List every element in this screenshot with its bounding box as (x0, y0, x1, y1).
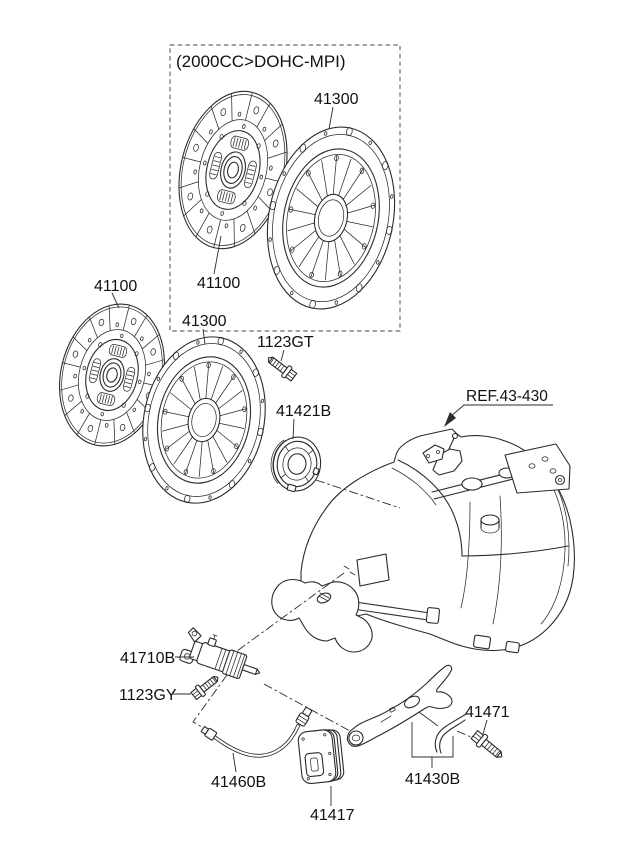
clutch-tube (200, 706, 313, 756)
label-inset-clutch-disc: 41100 (197, 275, 240, 292)
leader-lines (112, 293, 487, 806)
inset-leader-lines (214, 107, 333, 274)
transaxle (272, 429, 575, 653)
tube-end-fitting-right (295, 706, 313, 727)
label-clutch-tube: 41460B (211, 774, 266, 791)
cylinder-bolt (189, 671, 223, 702)
label-release-bearing: 41421B (276, 403, 331, 420)
fork-bolt (469, 728, 507, 763)
label-cover-bolt: 1123GT (257, 334, 314, 351)
label-fork-bolt: 41471 (465, 704, 510, 721)
label-transaxle-ref: REF.43-430 (466, 388, 548, 405)
variant-inset-box (170, 45, 400, 331)
label-release-cylinder: 41710B (120, 650, 175, 667)
transaxle-ref-callout: REF.43-430 (444, 388, 553, 427)
tube-end-fitting-left (200, 725, 217, 740)
variant-inset-label: (2000CC>DOHC-MPI) (176, 52, 346, 71)
ref-arrowhead (444, 412, 456, 427)
label-clutch-cover: 41300 (182, 313, 227, 330)
cover-bolt (263, 352, 299, 384)
release-fork (347, 665, 452, 746)
label-release-fork: 41430B (405, 771, 460, 788)
fork-spring-clip (435, 714, 466, 753)
release-cylinder (179, 627, 267, 686)
label-inset-clutch-cover: 41300 (314, 91, 359, 108)
label-cylinder-bolt: 1123GY (119, 687, 177, 704)
release-fork-boot (297, 728, 344, 784)
release-bearing (267, 433, 325, 496)
label-clutch-disc: 41100 (94, 278, 137, 295)
label-boot: 41417 (310, 807, 355, 824)
